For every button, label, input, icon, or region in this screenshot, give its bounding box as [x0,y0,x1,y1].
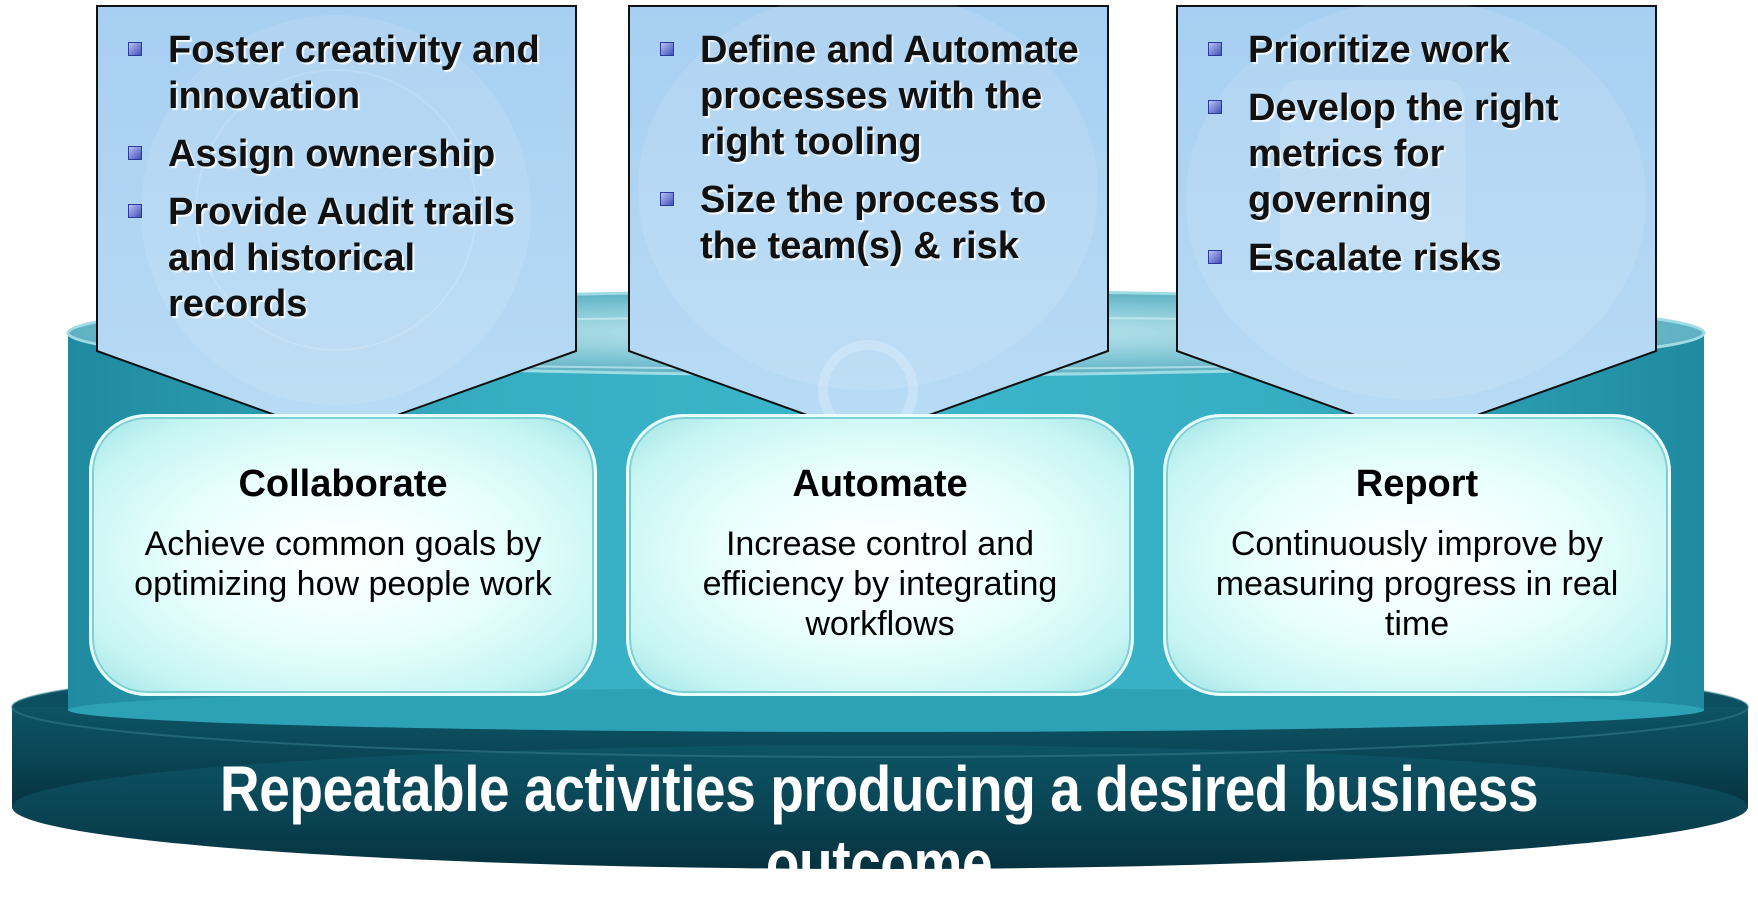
list-item: Size the process to the team(s) & risk [654,177,1094,269]
pillar-description: Increase control and efficiency by integ… [702,525,1058,643]
arrow-shape-automate [628,0,1109,440]
arrow-shape-collaborate [96,5,577,439]
pillar-description: Achieve common goals by optimizing how p… [134,525,552,603]
list-item: Provide Audit trails and historical reco… [122,189,562,327]
list-item: Prioritize work [1202,27,1632,73]
arrow-list-automate: Define and Automate processes with the r… [654,27,1094,281]
list-item: Escalate risks [1202,235,1632,281]
square-bullet-icon [128,204,142,218]
square-bullet-icon [660,192,674,206]
list-item: Define and Automate processes with the r… [654,27,1094,165]
arrow-list-report: Prioritize work Develop the right metric… [1202,27,1632,293]
square-bullet-icon [660,42,674,56]
arrow-shape-report [1176,0,1657,439]
base-caption: Repeatable activities producing a desire… [219,753,1539,899]
square-bullet-icon [1208,100,1222,114]
list-item: Develop the right metrics for governing [1202,85,1632,223]
pillar-title: Collaborate [238,463,448,505]
square-bullet-icon [128,42,142,56]
square-bullet-icon [128,146,142,160]
pillar-description: Continuously improve by measuring progre… [1215,525,1619,643]
arrow-list-collaborate: Foster creativity and innovation Assign … [122,27,562,339]
pillar-collaborate: Collaborate Achieve common goals by opti… [89,414,597,696]
pillar-title: Report [1355,463,1479,505]
pillar-automate: Automate Increase control and efficiency… [626,414,1134,696]
square-bullet-icon [1208,250,1222,264]
list-item: Assign ownership [122,131,562,177]
list-item: Foster creativity and innovation [122,27,562,119]
pillar-report: Report Continuously improve by measuring… [1163,414,1671,696]
square-bullet-icon [1208,42,1222,56]
pillar-title: Automate [792,463,968,505]
